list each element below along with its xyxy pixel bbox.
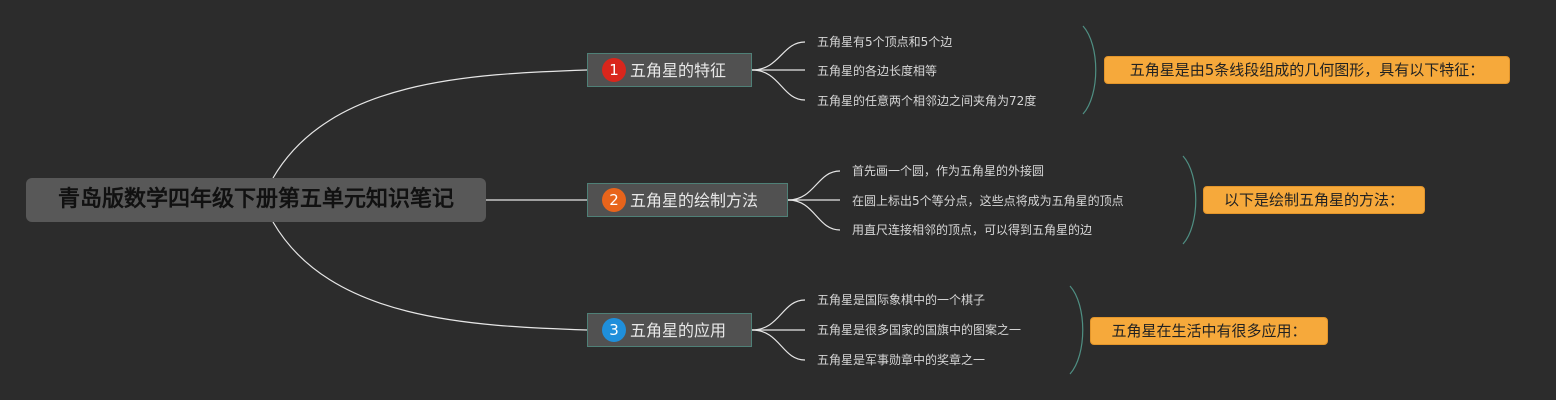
- branch-topic-drawing-method[interactable]: 2 五角星的绘制方法: [587, 183, 788, 217]
- number-badge-2: 2: [602, 188, 626, 212]
- connector-b1-leaf-1: [751, 41, 806, 71]
- number-badge-1: 1: [602, 58, 626, 82]
- connector-b1-leaf-3: [751, 69, 806, 101]
- root-topic[interactable]: 青岛版数学四年级下册第五单元知识笔记: [26, 178, 486, 222]
- summary-topic-features[interactable]: 五角星是由5条线段组成的几何图形，具有以下特征：: [1104, 56, 1510, 84]
- summary-brace-3: [1069, 285, 1084, 375]
- connector-root-branch-3: [272, 221, 588, 331]
- branch-topic-applications[interactable]: 3 五角星的应用: [587, 313, 752, 347]
- leaf-topic[interactable]: 五角星的任意两个相邻边之间夹角为72度: [817, 94, 1037, 108]
- branch-label-applications: 五角星的应用: [630, 320, 727, 340]
- branch-topic-features[interactable]: 1 五角星的特征: [587, 53, 752, 87]
- connector-b2-leaf-3: [787, 199, 841, 231]
- number-badge-3: 3: [602, 318, 626, 342]
- leaf-topic[interactable]: 用直尺连接相邻的顶点，可以得到五角星的边: [852, 223, 1093, 237]
- summary-brace-1: [1082, 25, 1097, 115]
- branch-label-features: 五角星的特征: [630, 60, 727, 80]
- connector-b3-leaf-1: [751, 299, 806, 331]
- branch-label-drawing-method: 五角星的绘制方法: [630, 190, 759, 210]
- summary-topic-drawing-method[interactable]: 以下是绘制五角星的方法：: [1203, 186, 1425, 214]
- leaf-topic[interactable]: 在圆上标出5个等分点，这些点将成为五角星的顶点: [852, 194, 1124, 208]
- leaf-topic[interactable]: 首先画一个圆，作为五角星的外接圆: [852, 164, 1045, 178]
- leaf-topic[interactable]: 五角星的各边长度相等: [817, 64, 938, 78]
- leaf-topic[interactable]: 五角星是军事勋章中的奖章之一: [817, 353, 986, 367]
- connector-root-branch-1: [272, 69, 588, 179]
- summary-topic-applications[interactable]: 五角星在生活中有很多应用：: [1090, 317, 1328, 345]
- leaf-topic[interactable]: 五角星是国际象棋中的一个棋子: [817, 293, 986, 307]
- leaf-topic[interactable]: 五角星是很多国家的国旗中的图案之一: [817, 323, 1022, 337]
- connector-b3-leaf-3: [751, 329, 806, 361]
- connector-b2-leaf-1: [787, 170, 841, 201]
- summary-brace-2: [1182, 155, 1197, 245]
- leaf-topic[interactable]: 五角星有5个顶点和5个边: [817, 35, 953, 49]
